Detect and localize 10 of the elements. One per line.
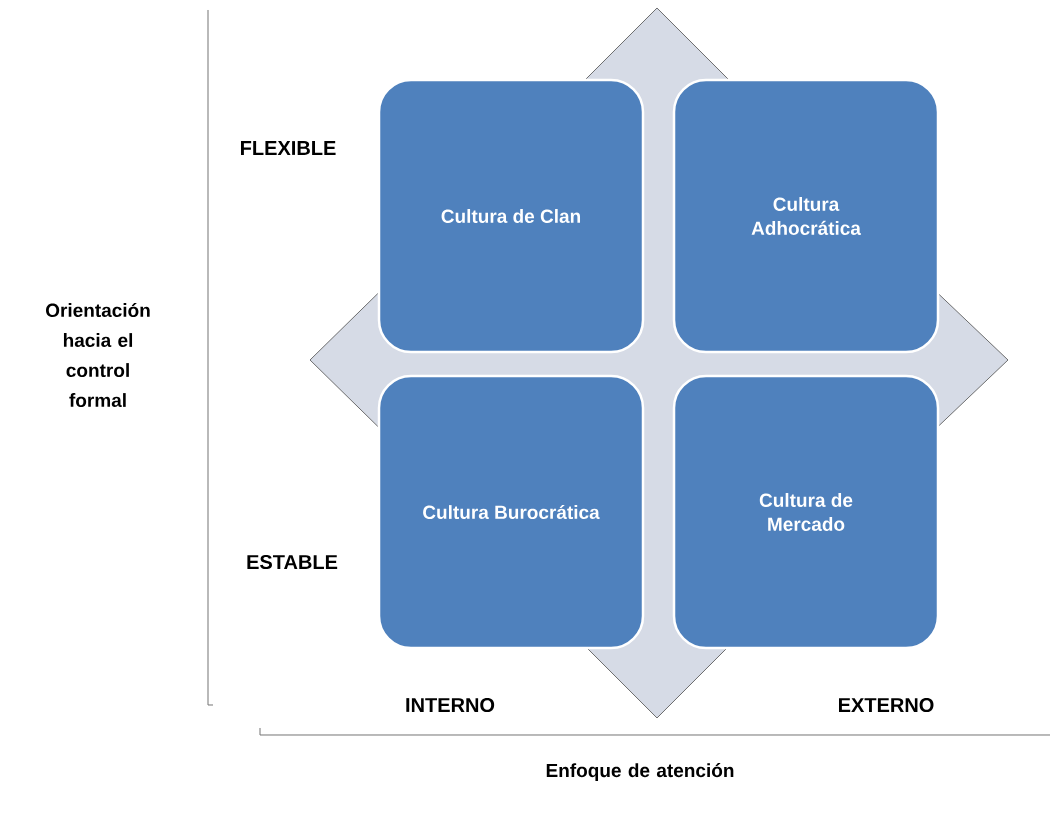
axis-label: FLEXIBLE: [241, 141, 336, 155]
axis-label: ESTABLE: [247, 554, 338, 570]
quadrant-box: Cultura Burocrática: [377, 374, 645, 650]
axis-label: EXTERNO: [839, 697, 934, 713]
axis-label: Orientación hacia el control formal: [46, 302, 150, 408]
quadrant-box: Cultura de Mercado: [672, 374, 940, 650]
axis-label: Enfoque de atención: [546, 763, 734, 781]
axis-label: INTERNO: [406, 697, 495, 713]
quadrant-box: Cultura Adhocrática: [672, 78, 940, 354]
quadrant-box: Cultura de Clan: [377, 78, 645, 354]
